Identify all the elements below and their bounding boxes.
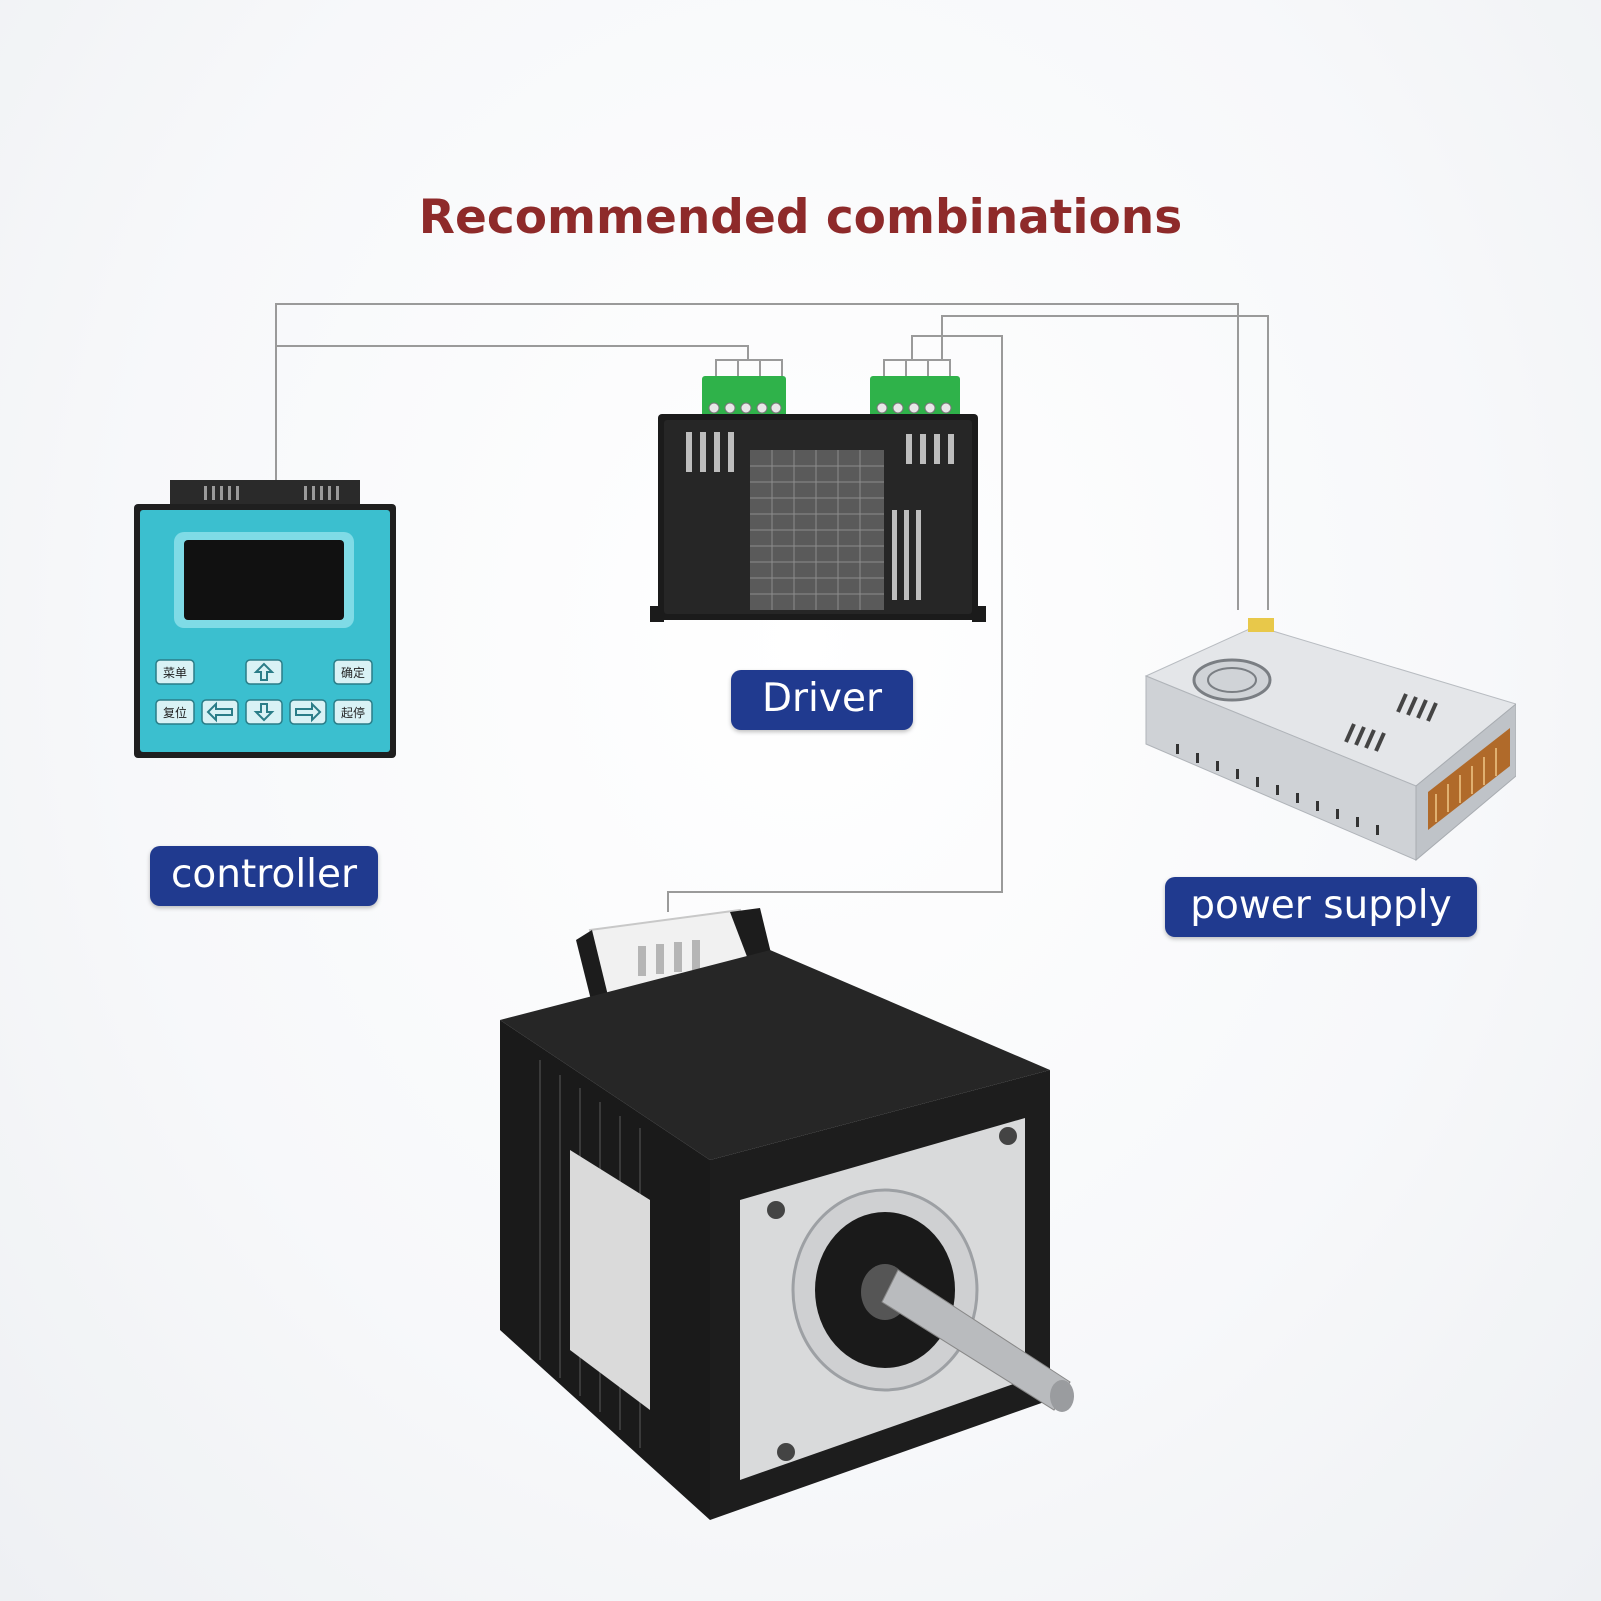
- controller-label: controller: [150, 846, 378, 906]
- controller-key-confirm: 确定: [341, 665, 365, 680]
- wire-driver-motor: [667, 335, 1003, 912]
- controller-key-menu: 菜单: [163, 666, 187, 680]
- diagram-title: Recommended combinations: [418, 190, 1183, 245]
- driver-label: Driver: [731, 670, 913, 730]
- controller-panel-icon: 菜单 确定 复位 起停: [134, 480, 396, 758]
- driver-box-icon: [650, 376, 986, 622]
- wire-controller-power-outer: [275, 303, 1239, 610]
- wire-controller-driver: [276, 345, 749, 360]
- stepper-motor-icon: [500, 908, 1074, 1520]
- wire-driver-power: [941, 315, 1269, 610]
- power-supply-label: power supply: [1165, 877, 1477, 937]
- controller-key-startstop: 起停: [341, 705, 365, 720]
- controller-key-reset: 复位: [163, 705, 187, 720]
- power-supply-icon: [1144, 618, 1516, 862]
